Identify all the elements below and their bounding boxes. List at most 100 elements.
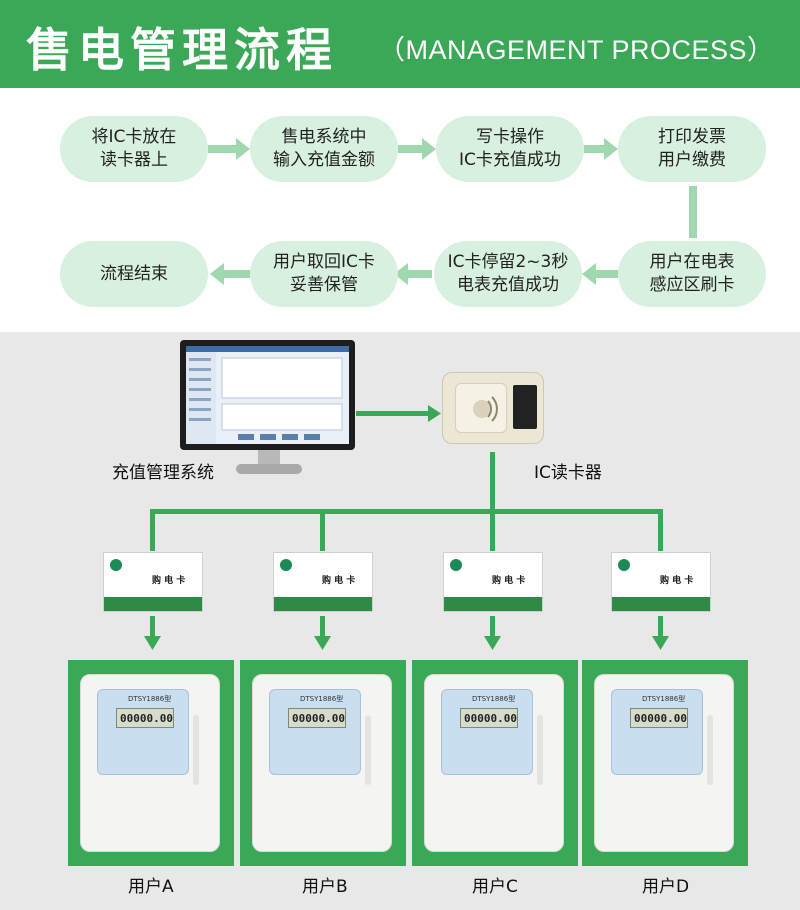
meter-panel-b: 00000.00 DTSY1886型	[240, 660, 406, 866]
flow-arrows	[208, 138, 697, 285]
card-band	[104, 597, 202, 611]
step-2-line2: 输入充值金额	[273, 150, 375, 170]
monitor-screen	[180, 340, 355, 450]
reader-label: IC读卡器	[534, 463, 602, 483]
step-4-line2: 用户缴费	[658, 150, 726, 170]
grid-logo-icon	[280, 559, 292, 571]
electric-meter: 00000.00 DTSY1886型	[80, 674, 220, 852]
step-3-line2: IC卡充值成功	[459, 150, 561, 170]
computer-label: 充值管理系统	[112, 463, 214, 483]
step-6-line2: 电表充值成功	[456, 275, 559, 295]
meter-reading: 00000.00	[464, 712, 517, 725]
card-band	[612, 597, 710, 611]
arrow-1-2	[208, 145, 236, 153]
step-8-line1: 流程结束	[100, 263, 168, 284]
meter-side-slot	[365, 715, 371, 785]
user-label-b: 用户B	[302, 877, 348, 897]
user-label-a: 用户A	[128, 877, 174, 897]
step-5-line1: 用户在电表	[649, 252, 735, 272]
page-title: 售电管理流程	[26, 23, 338, 77]
step-3: 写卡操作 IC卡充值成功	[436, 116, 584, 182]
meter-lcd: 00000.00	[116, 708, 174, 728]
line-reader-down	[490, 452, 495, 512]
arrow-5-6-head	[582, 263, 596, 285]
meter-side-slot	[707, 715, 713, 785]
step-1: 将IC卡放在读卡器上	[60, 116, 208, 182]
step-4-line1: 打印发票	[658, 127, 726, 147]
meter-panel-d: 00000.00 DTSY1886型	[582, 660, 748, 866]
power-card-b: 购 电 卡	[273, 552, 373, 612]
user-label-d: 用户D	[642, 877, 690, 897]
arrow-card-d-head	[652, 636, 669, 650]
meter-model: DTSY1886型	[128, 695, 172, 703]
grid-logo-icon	[618, 559, 630, 571]
card-band	[274, 597, 372, 611]
arrow-card-a	[150, 616, 155, 638]
step-8: 流程结束	[60, 241, 208, 307]
line-distribution	[150, 509, 663, 514]
step-1-line1: 将IC卡放在	[91, 127, 177, 147]
arrow-5-6	[596, 270, 618, 278]
line-drop-d	[658, 509, 663, 551]
monitor-stand-neck	[258, 450, 280, 464]
reader-pad	[455, 383, 507, 433]
step-3-line1: 写卡操作	[475, 127, 544, 147]
arrow-card-b	[320, 616, 325, 638]
grid-logo-icon	[110, 559, 122, 571]
arrow-4-5	[689, 186, 697, 238]
ic-reader-device	[442, 372, 544, 444]
card-title: 购 电 卡	[152, 576, 186, 586]
line-drop-a	[150, 509, 155, 551]
card-title: 购 电 卡	[660, 576, 694, 586]
software-window	[186, 346, 349, 444]
line-drop-b	[320, 509, 325, 551]
arrow-7-8-head	[210, 263, 224, 285]
card-band	[444, 597, 542, 611]
power-card-c: 购 电 卡	[443, 552, 543, 612]
meter-model: DTSY1886型	[300, 695, 344, 703]
power-card-a: 购 电 卡	[103, 552, 203, 612]
meter-side-slot	[537, 715, 543, 785]
monitor-stand-base	[236, 464, 302, 474]
step-6: IC卡停留2~3秒电表充值成功	[434, 241, 582, 307]
arrow-3-4-head	[604, 138, 618, 160]
step-2: 售电系统中输入充值金额	[250, 116, 398, 182]
meter-lcd: 00000.00	[288, 708, 346, 728]
step-1-line2: 读卡器上	[99, 150, 168, 170]
electric-meter: 00000.00 DTSY1886型	[424, 674, 564, 852]
step-7: 用户取回IC卡妥善保管	[250, 241, 398, 307]
arrow-card-a-head	[144, 636, 161, 650]
software-ui-graphic	[186, 346, 349, 444]
power-card-d: 购 电 卡	[611, 552, 711, 612]
arrow-card-d	[658, 616, 663, 638]
line-pc-reader	[356, 411, 430, 416]
meter-window: 00000.00 DTSY1886型	[611, 689, 703, 775]
arrow-6-7	[408, 270, 432, 278]
arrow-card-c	[490, 616, 495, 638]
arrow-card-b-head	[314, 636, 331, 650]
user-label-c: 用户C	[472, 877, 518, 897]
meter-model: DTSY1886型	[472, 695, 516, 703]
meter-lcd: 00000.00	[460, 708, 518, 728]
meter-window: 00000.00 DTSY1886型	[269, 689, 361, 775]
system-diagram: 充值管理系统 IC读卡器 购 电 卡 购 电 卡 购 电 卡 购 电 卡	[0, 332, 800, 910]
step-5: 用户在电表感应区刷卡	[618, 241, 766, 307]
page-subtitle: （MANAGEMENT PROCESS）	[378, 35, 775, 65]
grid-logo-icon	[450, 559, 462, 571]
meter-window: 00000.00 DTSY1886型	[97, 689, 189, 775]
arrow-7-8	[224, 270, 250, 278]
step-5-line2: 感应区刷卡	[649, 275, 735, 295]
meter-side-slot	[193, 715, 199, 785]
step-4: 打印发票用户缴费	[618, 116, 766, 182]
meter-lcd: 00000.00	[630, 708, 688, 728]
reader-keypad	[513, 385, 537, 429]
line-drop-c	[490, 509, 495, 551]
electric-meter: 00000.00 DTSY1886型	[594, 674, 734, 852]
meter-panel-a: 00000.00 DTSY1886型	[68, 660, 234, 866]
arrow-3-4	[584, 145, 604, 153]
meter-window: 00000.00 DTSY1886型	[441, 689, 533, 775]
meter-reading: 00000.00	[292, 712, 345, 725]
step-7-line1: 用户取回IC卡	[273, 252, 375, 272]
arrow-2-3-head	[422, 138, 436, 160]
step-7-line2: 妥善保管	[289, 275, 358, 295]
